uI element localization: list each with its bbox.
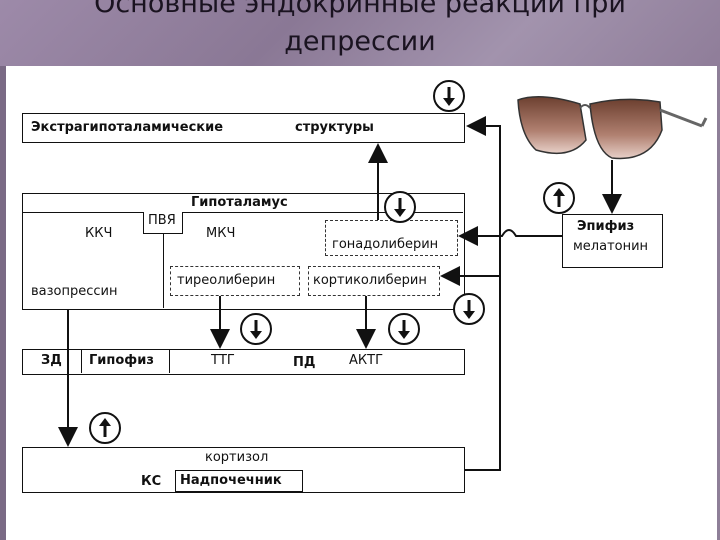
tireoliberin-label: тиреолиберин bbox=[177, 273, 276, 288]
pva-box: ПВЯ bbox=[143, 212, 183, 234]
arrow-up-icon bbox=[89, 412, 121, 444]
arrow-down-icon bbox=[384, 191, 416, 223]
epiphysis-box: Эпифиз мелатонин bbox=[562, 214, 663, 268]
vasopressin-label: вазопрессин bbox=[31, 284, 118, 299]
arrow-up-icon bbox=[543, 182, 575, 214]
slide-title-line-2: депрессии bbox=[284, 26, 436, 57]
actg-label: АКТГ bbox=[349, 353, 383, 368]
structures-label: структуры bbox=[295, 120, 374, 135]
tireoliberin-box: тиреолиберин bbox=[170, 266, 300, 296]
corticoliberin-label: кортиколиберин bbox=[313, 273, 427, 288]
slide-border bbox=[0, 66, 6, 540]
pva-label: ПВЯ bbox=[148, 213, 176, 228]
hypothalamus-divider bbox=[23, 212, 463, 213]
pd-label: ПД bbox=[293, 355, 316, 370]
mkch-label: МКЧ bbox=[206, 226, 236, 241]
slide-header: Основные эндокринные реакции при депресс… bbox=[0, 0, 720, 66]
zd-label: ЗД bbox=[41, 353, 62, 368]
nadpochechnik-box: Надпочечник bbox=[175, 470, 303, 492]
extrahypothalamic-label: Экстрагипоталамические bbox=[31, 120, 224, 135]
ks-label: КС bbox=[141, 474, 162, 489]
gonadoliberin-label: гонадолиберин bbox=[332, 237, 439, 252]
corticoliberin-box: кортиколиберин bbox=[308, 266, 440, 296]
gipofiz-label: Гипофиз bbox=[89, 353, 154, 368]
arrow-down-icon bbox=[240, 313, 272, 345]
hypothalamus-title: Гипоталамус bbox=[191, 195, 288, 210]
extrahypothalamic-box: Экстрагипоталамические структуры bbox=[22, 113, 465, 143]
ttg-label: ТТГ bbox=[211, 353, 235, 368]
pituitary-box: ЗД Гипофиз ТТГ ПД АКТГ bbox=[22, 349, 465, 375]
cortisol-label: кортизол bbox=[205, 450, 269, 465]
hypothalamus-split bbox=[163, 212, 164, 308]
epiphysis-label: Эпифиз bbox=[577, 219, 635, 234]
kkch-label: ККЧ bbox=[85, 226, 113, 241]
arrow-down-icon bbox=[388, 313, 420, 345]
nadpochechnik-label: Надпочечник bbox=[180, 473, 282, 488]
pituitary-split-2 bbox=[169, 350, 170, 373]
adrenal-box: кортизол КС Надпочечник bbox=[22, 447, 465, 493]
pituitary-split-1 bbox=[81, 350, 82, 373]
slide-title-line-1: Основные эндокринные реакции при bbox=[94, 0, 626, 19]
melatonin-label: мелатонин bbox=[573, 239, 649, 254]
arrow-down-icon bbox=[433, 80, 465, 112]
arrow-down-icon bbox=[453, 293, 485, 325]
